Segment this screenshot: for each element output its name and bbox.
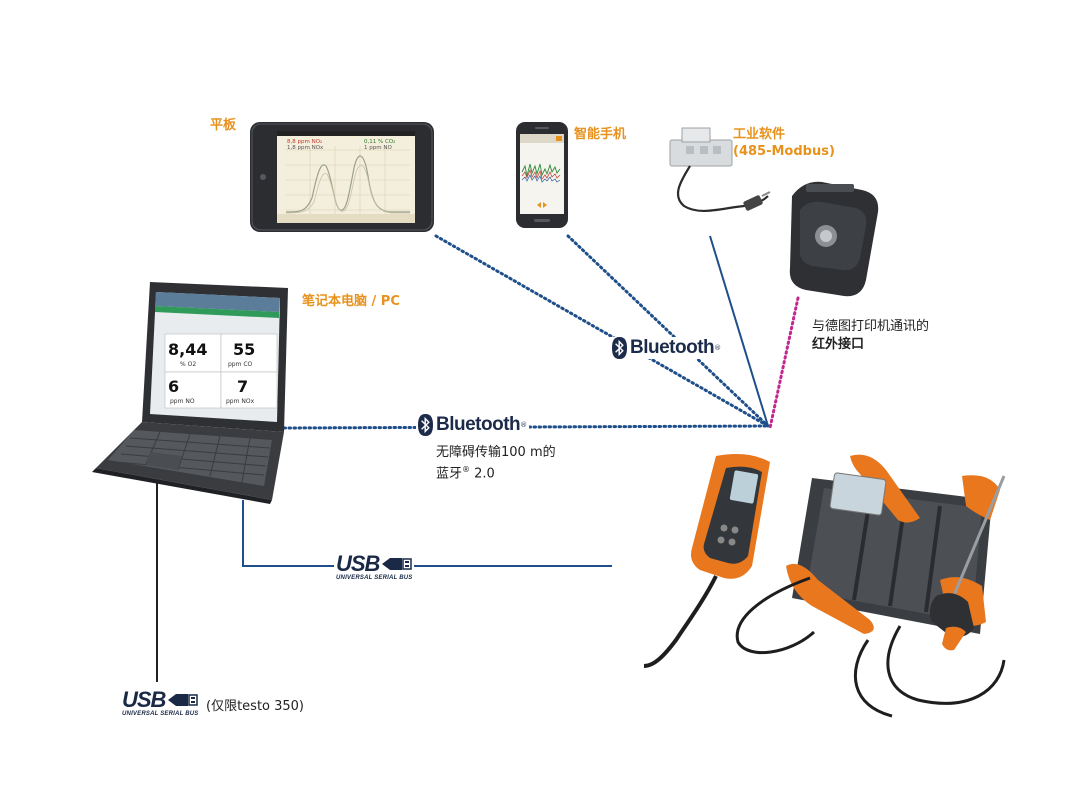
laptop-reading-unit-1: % O2 bbox=[180, 361, 196, 368]
bluetooth-wordmark: Bluetooth bbox=[436, 414, 521, 435]
usb-badge-bottom: USB UNIVERSAL SERIAL BUS bbox=[120, 689, 200, 721]
printer-comm-label: 与德图打印机通讯的 bbox=[812, 319, 930, 334]
usb-plug-icon bbox=[382, 558, 412, 570]
laptop-reading-unit-3: ppm NO bbox=[170, 398, 195, 405]
tablet-label: 平板 bbox=[210, 118, 237, 133]
tablet-screen-reading-2: 1,8 ppm NOx bbox=[287, 145, 324, 151]
bluetooth-version-text: 蓝牙 bbox=[436, 466, 463, 482]
tablet-screen-reading-1: 8,8 ppm NO₂ bbox=[287, 139, 322, 145]
laptop-reading-unit-2: ppm CO bbox=[228, 361, 253, 368]
bluetooth-icon bbox=[418, 414, 433, 436]
bluetooth-wordmark: Bluetooth bbox=[630, 337, 715, 358]
laptop-device: 8,44 % O2 55 ppm CO 6 ppm NO 7 ppm NOx bbox=[92, 282, 288, 504]
laptop-reading-value-3: 6 bbox=[168, 377, 179, 396]
tablet-screen-reading-4: 1 ppm NO bbox=[364, 145, 392, 151]
usb-wordmark: USB bbox=[336, 551, 380, 576]
printer-device bbox=[789, 181, 879, 297]
industrial-software-label: 工业软件 bbox=[733, 127, 786, 142]
bluetooth-icon bbox=[612, 337, 627, 359]
bluetooth-link-tablet bbox=[434, 234, 770, 428]
usb-universal-serial-bus-text: UNIVERSAL SERIAL BUS bbox=[122, 711, 199, 717]
handheld-analyzer-device bbox=[643, 454, 770, 668]
bluetooth-badge-middle: Bluetooth® bbox=[416, 414, 530, 436]
usb-badge-middle: USB UNIVERSAL SERIAL BUS bbox=[334, 553, 414, 585]
bluetooth-range-note: 无障碍传输100 m的 bbox=[436, 445, 556, 460]
probe-device bbox=[929, 475, 1006, 651]
bluetooth-badge-upper: Bluetooth® bbox=[610, 337, 724, 359]
smartphone-label: 智能手机 bbox=[574, 127, 627, 142]
bluetooth-version-note: 蓝牙® 2.0 bbox=[436, 461, 495, 482]
bluetooth-link-smartphone bbox=[566, 234, 770, 428]
laptop-reading-unit-4: ppm NOx bbox=[226, 398, 255, 405]
usb-universal-serial-bus-text: UNIVERSAL SERIAL BUS bbox=[336, 575, 413, 581]
usb-wordmark: USB bbox=[122, 687, 166, 712]
modbus-link bbox=[709, 235, 769, 427]
laptop-reading-value-1: 8,44 bbox=[168, 340, 207, 359]
modbus-module-device bbox=[669, 127, 771, 212]
tablet-device: 8,8 ppm NO₂ 1,8 ppm NOx 0,11 % CO₂ 1 ppm… bbox=[250, 122, 434, 232]
usb-plug-icon bbox=[168, 694, 198, 706]
smartphone-device bbox=[516, 122, 568, 228]
laptop-reading-value-2: 55 bbox=[233, 340, 255, 359]
usb-testo-note: (仅限testo 350) bbox=[206, 699, 305, 714]
infrared-interface-label: 红外接口 bbox=[812, 337, 865, 352]
laptop-label: 笔记本电脑 / PC bbox=[302, 294, 400, 309]
usb-link-analyzer bbox=[242, 500, 612, 567]
bluetooth-registered-mark: ® bbox=[714, 344, 722, 352]
bluetooth-registered-mark: ® bbox=[520, 421, 528, 429]
modbus-label: (485-Modbus) bbox=[733, 144, 835, 159]
bluetooth-version-registered: ® bbox=[462, 465, 471, 474]
tablet-screen-reading-3: 0,11 % CO₂ bbox=[364, 139, 395, 145]
infrared-link bbox=[768, 296, 800, 430]
bluetooth-version-number: 2.0 bbox=[470, 466, 495, 482]
laptop-reading-value-4: 7 bbox=[237, 377, 248, 396]
analyzer-box-device bbox=[735, 454, 1006, 718]
